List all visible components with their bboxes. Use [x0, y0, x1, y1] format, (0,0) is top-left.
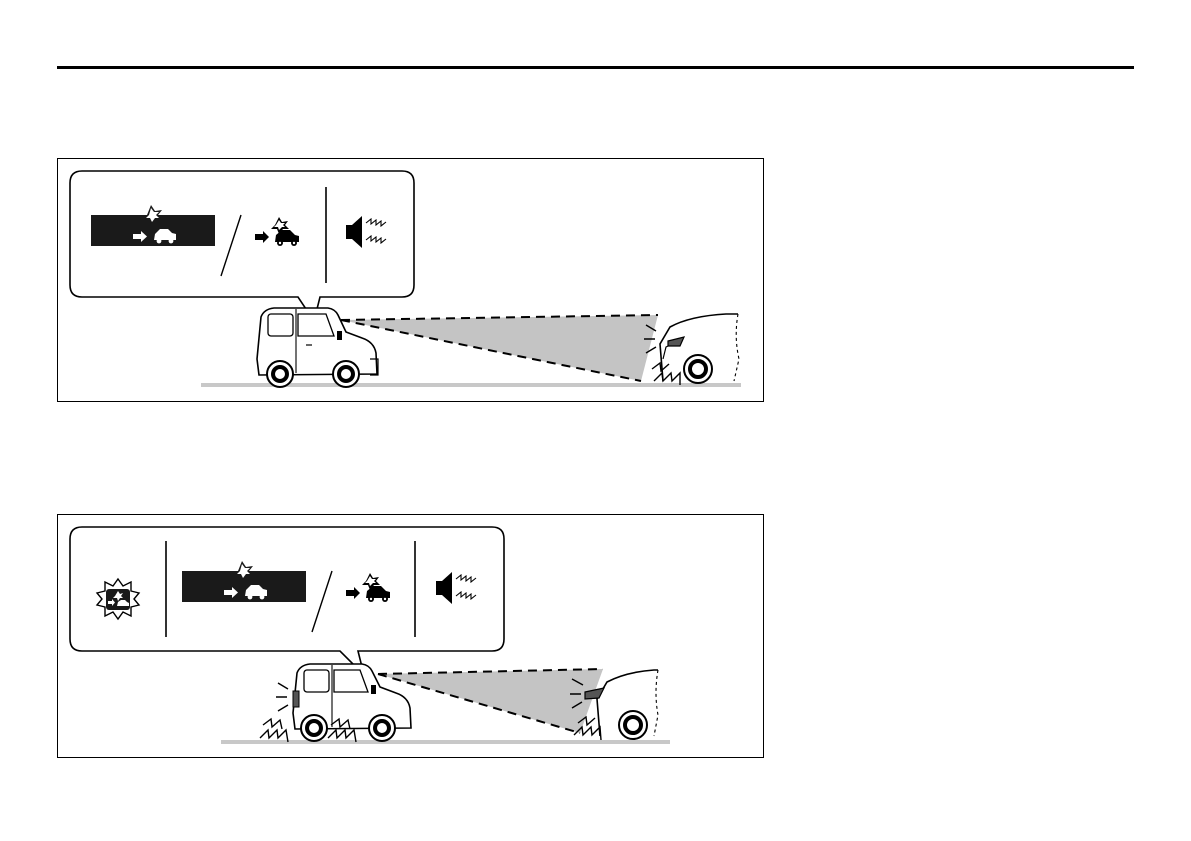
top-rule — [57, 66, 1134, 69]
vehicle-ahead — [644, 314, 739, 385]
figure-2-panel — [57, 514, 764, 758]
figure-1-panel — [57, 158, 764, 402]
figure-2-illustration — [58, 515, 765, 759]
detection-zone — [341, 315, 658, 381]
detection-zone — [378, 669, 603, 733]
figure-1-illustration — [58, 159, 765, 403]
